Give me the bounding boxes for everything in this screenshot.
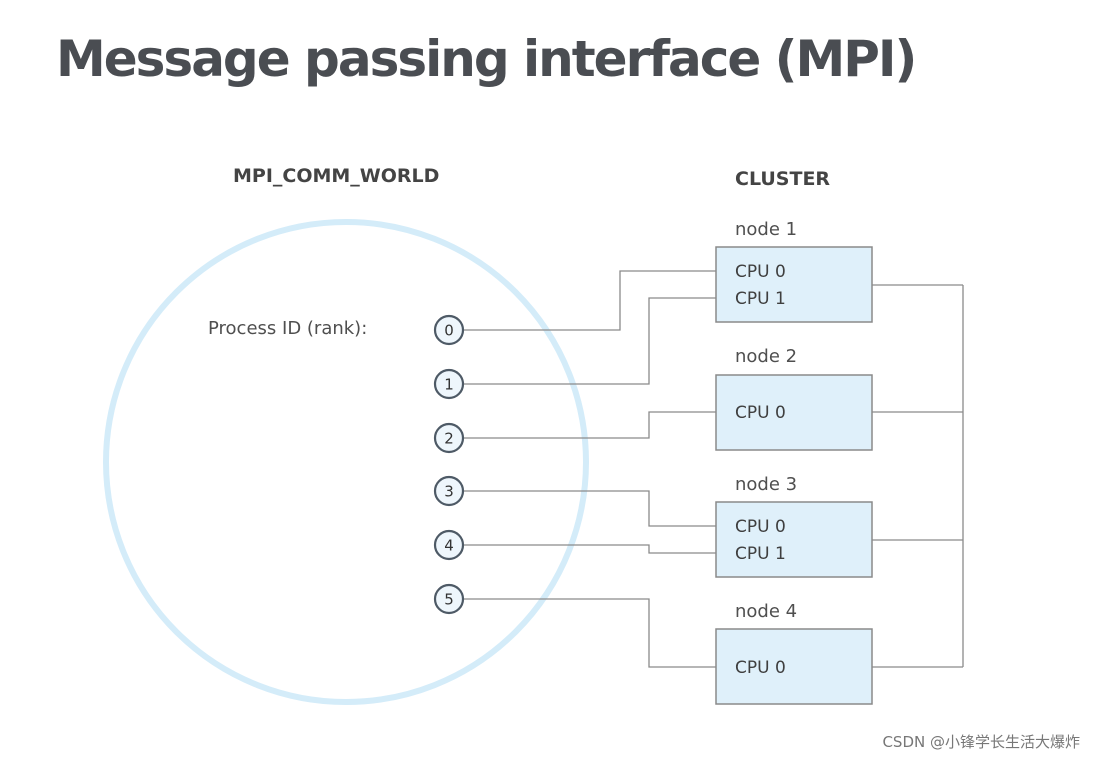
rank-3: 3	[433, 475, 465, 507]
connector-rank-3	[463, 490, 716, 527]
rank-number: 3	[444, 483, 454, 501]
rank-circle	[433, 583, 465, 615]
rank-number: 2	[444, 430, 454, 448]
rank-circle	[433, 422, 465, 454]
rank-number: 4	[444, 537, 454, 555]
connector-rank-2	[463, 411, 716, 439]
rank-circle	[433, 368, 465, 400]
node-label: node 2	[735, 346, 797, 367]
rank-5: 5	[433, 583, 465, 615]
connector-rank-5	[463, 598, 716, 668]
cpu-label: CPU 0	[735, 517, 786, 537]
cpu-label: CPU 0	[735, 403, 786, 423]
cluster-label: CLUSTER	[735, 168, 830, 190]
rank-circle	[433, 475, 465, 507]
node-label: node 3	[735, 474, 797, 495]
page-title: Message passing interface (MPI)	[56, 30, 917, 88]
rank-number: 1	[444, 376, 454, 394]
node-box	[715, 501, 873, 578]
node-2: node 2 CPU 0	[715, 346, 873, 451]
watermark: CSDN @小锋学长生活大爆炸	[882, 733, 1080, 751]
rank-2: 2	[433, 422, 465, 454]
cpu-label: CPU 1	[735, 544, 786, 564]
node-4: node 4 CPU 0	[715, 601, 873, 705]
rank-0: 0	[433, 314, 465, 346]
rank-connector-lines	[463, 270, 716, 668]
rank-number: 0	[444, 322, 454, 340]
node-3: node 3 CPU 0 CPU 1	[715, 474, 873, 578]
communicator-label: MPI_COMM_WORLD	[233, 165, 439, 187]
connector-rank-1	[463, 297, 716, 385]
node-box	[715, 246, 873, 323]
node-label: node 4	[735, 601, 797, 622]
process-id-label: Process ID (rank):	[208, 318, 367, 339]
communicator-ring	[103, 219, 589, 705]
rank-1: 1	[433, 368, 465, 400]
cpu-label: CPU 0	[735, 658, 786, 678]
connector-rank-0	[463, 270, 716, 331]
rank-4: 4	[433, 529, 465, 561]
rank-circle	[433, 314, 465, 346]
node-1: node 1 CPU 0 CPU 1	[715, 219, 873, 323]
cpu-label: CPU 0	[735, 262, 786, 282]
cluster-bus	[872, 284, 964, 668]
connector-rank-4	[463, 544, 716, 554]
cpu-label: CPU 1	[735, 289, 786, 309]
node-label: node 1	[735, 219, 797, 240]
node-box	[715, 374, 873, 451]
rank-number: 5	[444, 591, 454, 609]
node-box	[715, 628, 873, 705]
rank-circle	[433, 529, 465, 561]
